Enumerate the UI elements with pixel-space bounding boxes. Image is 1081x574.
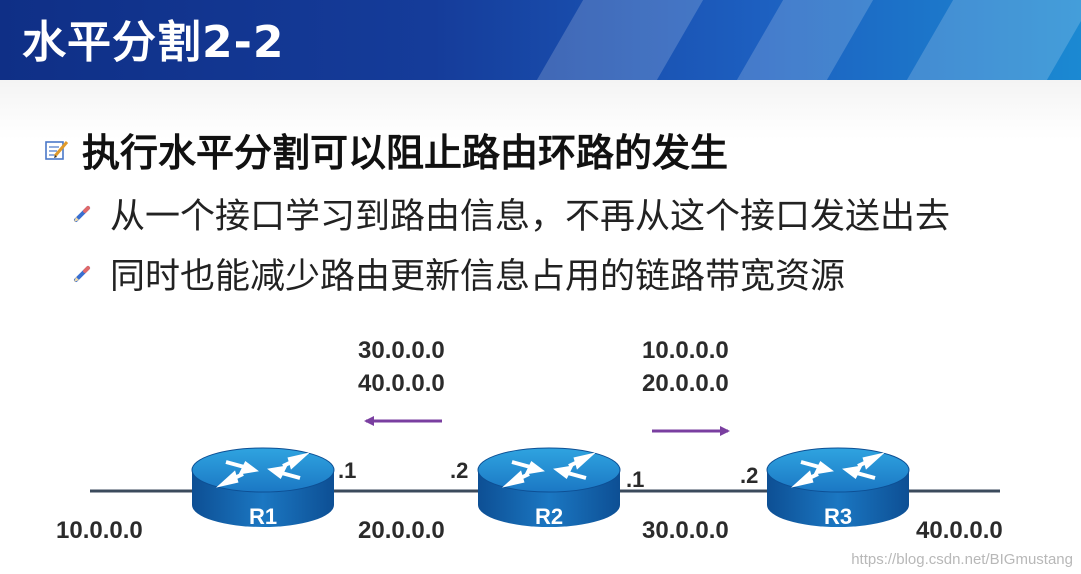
notepad-pencil-icon (45, 140, 69, 160)
sub-bullet-text: 从一个接口学习到路由信息，不再从这个接口发送出去 (110, 197, 951, 237)
network-label: 20.0.0.0 (358, 517, 445, 544)
router-r3: R3 (766, 447, 910, 529)
interface-label: .2 (740, 463, 758, 488)
routing-update-label: 20.0.0.0 (642, 370, 729, 397)
interface-label: .1 (338, 458, 356, 483)
router-label: R1 (249, 504, 277, 529)
routing-update-label: 10.0.0.0 (642, 337, 729, 364)
main-bullet-text: 执行水平分割可以阻止路由环路的发生 (82, 131, 729, 175)
sub-bullet: 同时也能减少路由更新信息占用的链路带宽资源 (72, 248, 845, 299)
router-label: R3 (824, 504, 852, 529)
sub-bullet: 从一个接口学习到路由信息，不再从这个接口发送出去 (72, 188, 950, 239)
router-arrows-icon (790, 452, 886, 488)
router-arrows-icon (215, 452, 311, 488)
router-r1: R1 (191, 447, 335, 529)
network-label: 40.0.0.0 (916, 517, 1003, 544)
interface-label: .1 (626, 467, 644, 492)
main-bullet: 执行水平分割可以阻止路由环路的发生 (44, 122, 728, 177)
slide-title: 水平分割2-2 (22, 17, 285, 68)
pencil-icon (74, 205, 90, 222)
watermark: https://blog.csdn.net/BIGmustang (851, 551, 1073, 568)
router-r2: R2 (477, 447, 621, 529)
router-arrows-icon (501, 452, 597, 488)
network-label: 10.0.0.0 (56, 517, 143, 544)
routing-update-label: 40.0.0.0 (358, 370, 445, 397)
pencil-icon (74, 265, 90, 282)
title-bar: 水平分割2-2 (0, 0, 1081, 80)
network-label: 30.0.0.0 (642, 517, 729, 544)
routing-update-label: 30.0.0.0 (358, 337, 445, 364)
interface-label: .2 (450, 458, 468, 483)
sub-bullet-text: 同时也能减少路由更新信息占用的链路带宽资源 (110, 257, 846, 297)
router-label: R2 (535, 504, 563, 529)
